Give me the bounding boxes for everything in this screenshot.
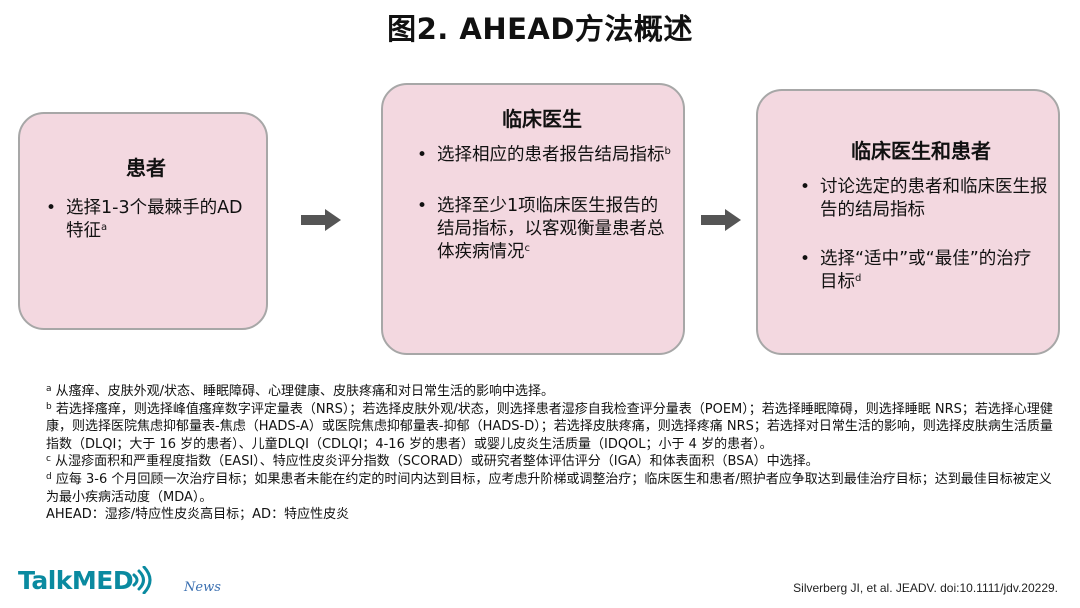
signal-waves-icon	[132, 566, 152, 594]
clinician-and-patient-box: 临床医生和患者 讨论选定的患者和临床医生报告的结局指标 选择“适中”或“最佳”的…	[756, 89, 1060, 355]
citation: Silverberg JI, et al. JEADV. doi:10.1111…	[793, 581, 1058, 595]
right-arrow-icon	[301, 209, 341, 231]
footnote-a: a 从瘙痒、皮肤外观/状态、睡眠障碍、心理健康、皮肤疼痛和对日常生活的影响中选择…	[46, 384, 555, 399]
clinician-bullet-2: 选择至少1项临床医生报告的结局指标，以客观衡量患者总体疾病情况c	[411, 195, 673, 264]
clinician-and-patient-heading: 临床医生和患者	[851, 139, 991, 163]
footnote-d: d 应每 3-6 个月回顾一次治疗目标；如果患者未能在约定的时间内达到目标，应考…	[46, 471, 1052, 505]
right-arrow-icon	[701, 209, 741, 231]
footnote-c: c 从湿疹面积和严重程度指数（EASI）、特应性皮炎评分指数（SCORAD）或研…	[46, 454, 819, 470]
clinician-bullet-1: 选择相应的患者报告结局指标b	[411, 144, 673, 167]
talkmed-logo: TalkMED	[18, 562, 153, 598]
patient-box: 患者 选择1-3个最棘手的AD特征a	[18, 112, 268, 330]
clinician-and-patient-bullet-1: 讨论选定的患者和临床医生报告的结局指标	[794, 176, 1048, 222]
patient-heading: 患者	[126, 156, 166, 180]
footnotes: a 从瘙痒、皮肤外观/状态、睡眠障碍、心理健康、皮肤疼痛和对日常生活的影响中选择…	[46, 383, 1056, 524]
footnote-b: b 若选择瘙痒，则选择峰值瘙痒数字评定量表（NRS）；若选择皮肤外观/状态，则选…	[46, 401, 1053, 452]
clinician-box: 临床医生 选择相应的患者报告结局指标b 选择至少1项临床医生报告的结局指标，以客…	[381, 83, 685, 355]
logo-text: TalkMED	[18, 565, 134, 595]
patient-bullet-1: 选择1-3个最棘手的AD特征a	[40, 197, 252, 243]
clinician-and-patient-bullet-2: 选择“适中”或“最佳”的治疗目标d	[794, 248, 1048, 294]
footnote-abbreviations: AHEAD：湿疹/特应性皮炎高目标；AD：特应性皮炎	[46, 507, 350, 523]
clinician-heading: 临床医生	[502, 107, 582, 131]
page-title: 图2. AHEAD方法概述	[387, 12, 693, 46]
news-label: News	[184, 580, 221, 595]
